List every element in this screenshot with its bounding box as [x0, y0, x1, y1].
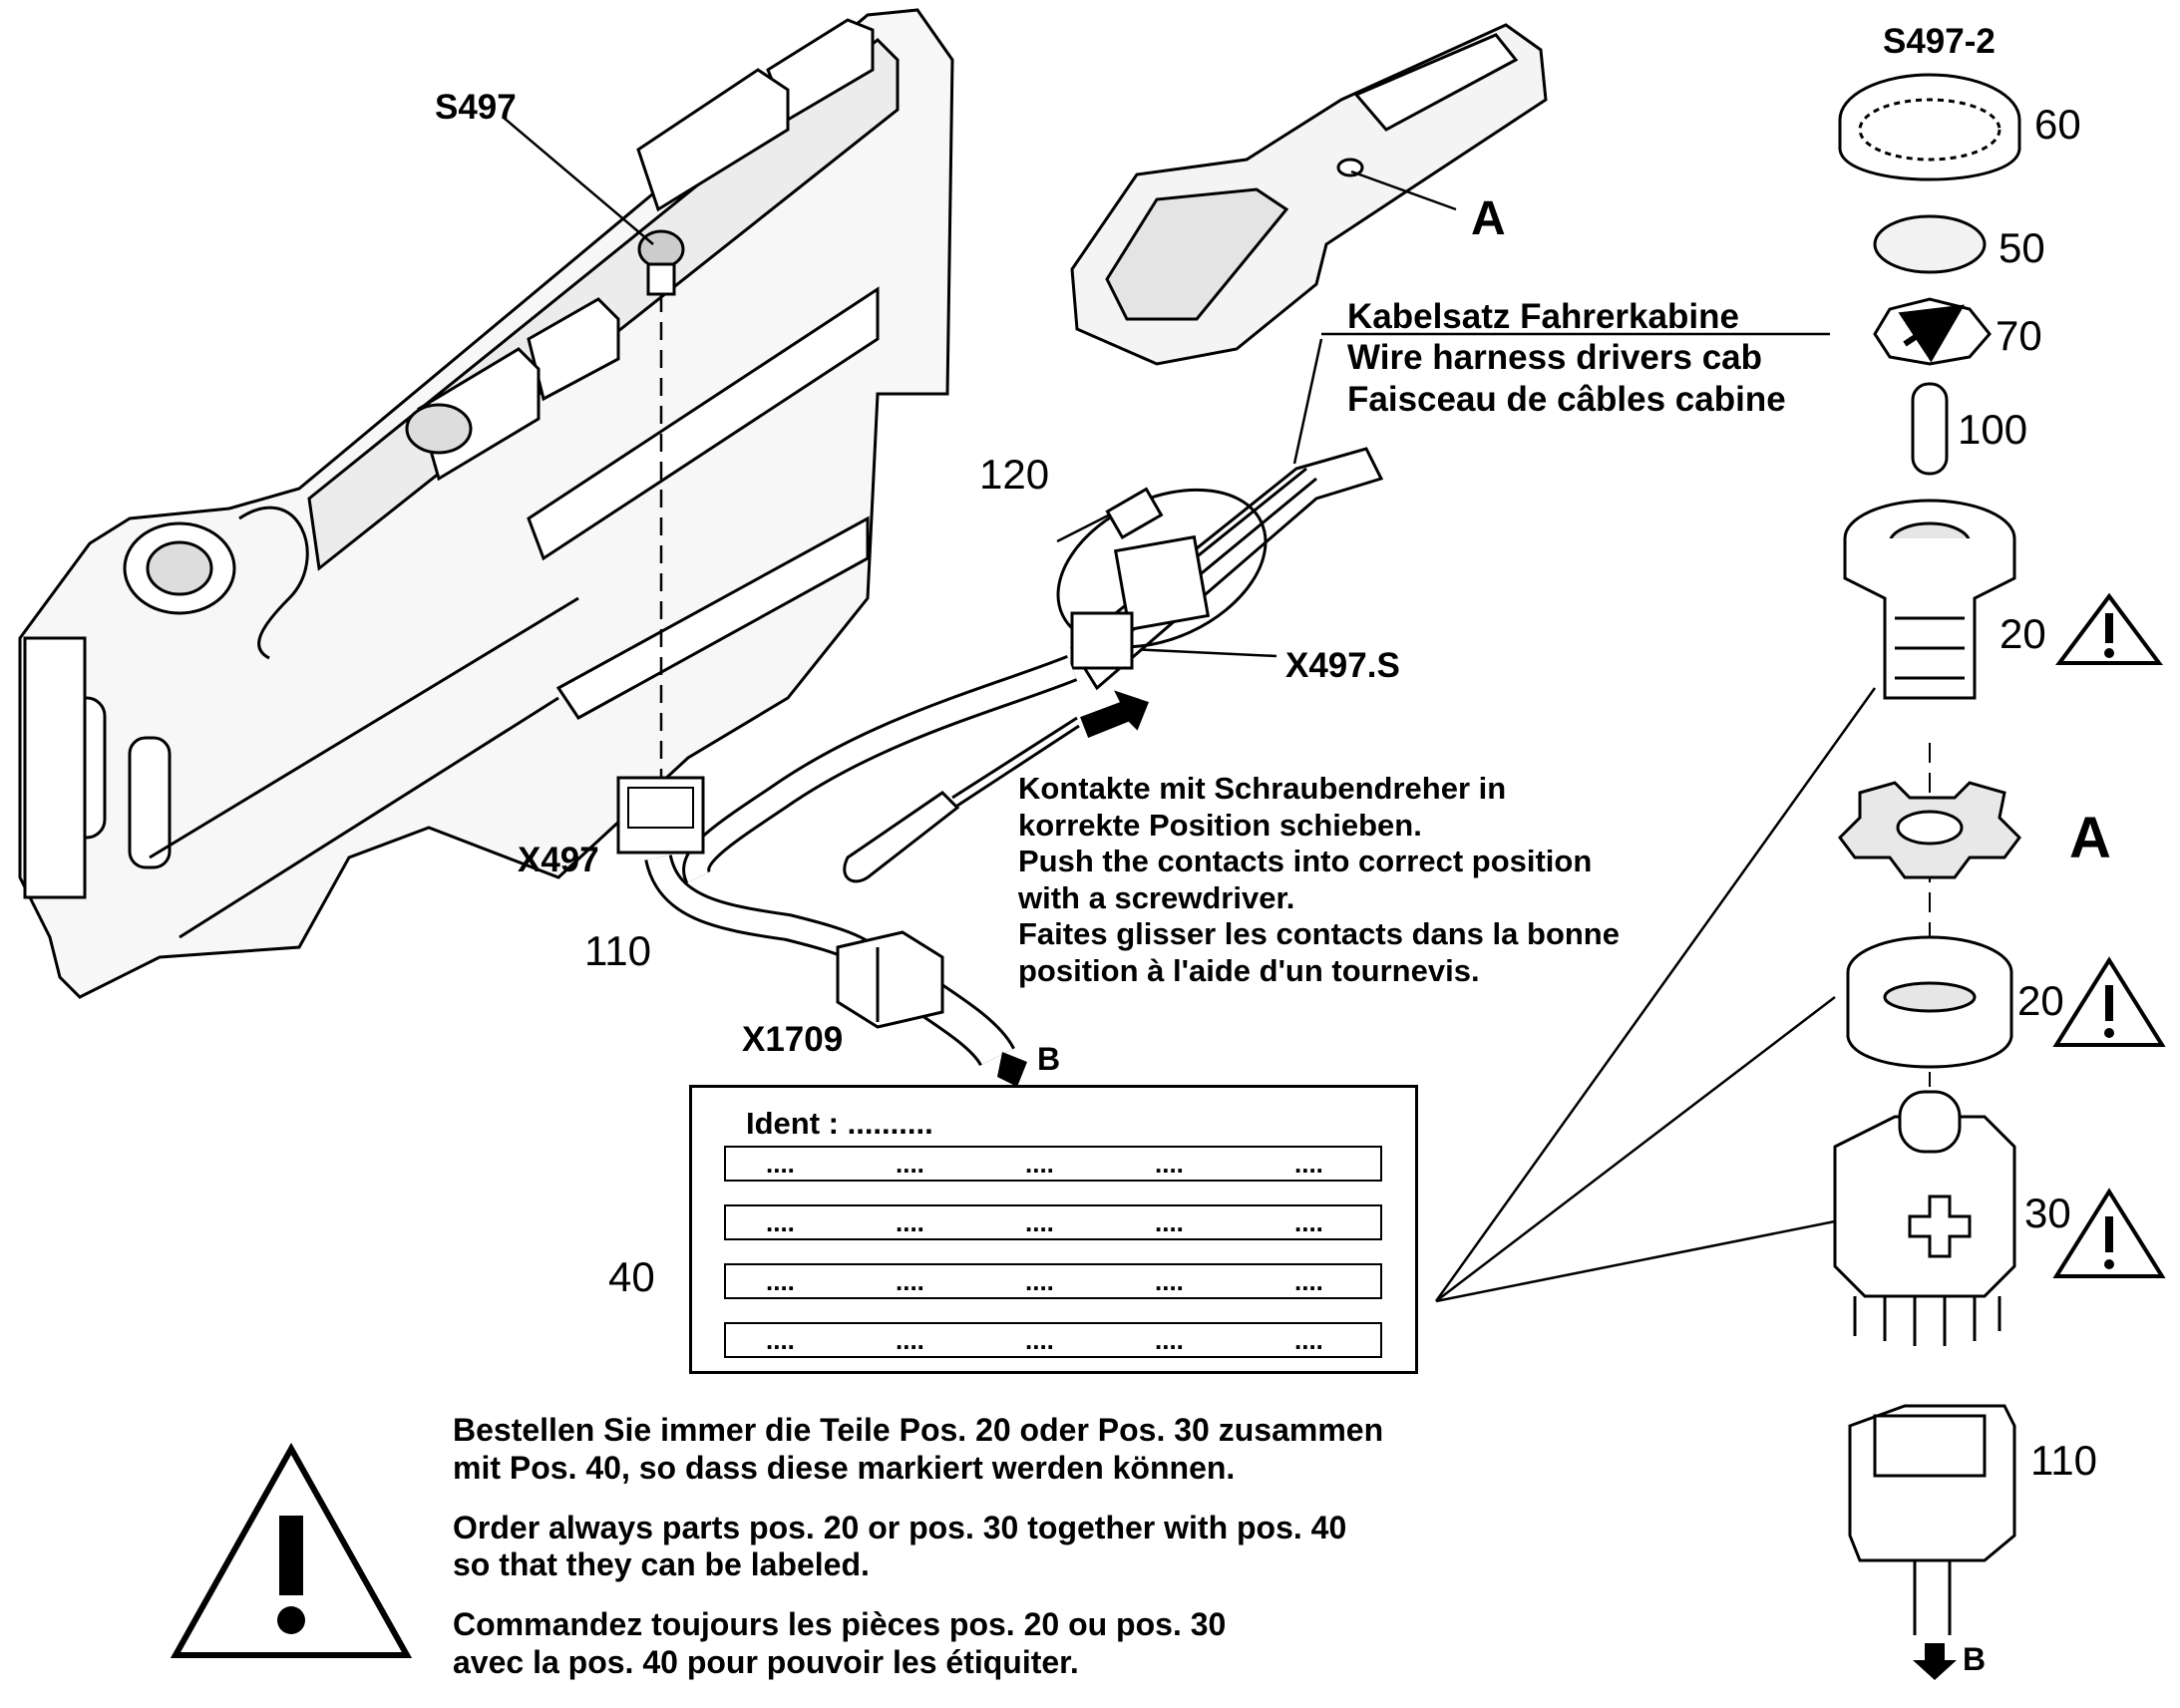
harness-line2: Wire harness drivers cab [1347, 338, 1763, 378]
label-x497: X497 [518, 841, 599, 879]
ident-cell: .... [896, 1207, 924, 1237]
label-x1709: X1709 [742, 1020, 844, 1059]
ident-cell: .... [1294, 1207, 1323, 1237]
label-a-mid: A [2069, 806, 2111, 870]
label-20-sleeve: 20 [2017, 977, 2064, 1024]
label-110-plug: 110 [2030, 1437, 2097, 1484]
ident-cell: .... [1025, 1325, 1054, 1355]
harness-line1: Kabelsatz Fahrerkabine [1347, 297, 1739, 336]
contacts-note: Kontakte mit Schraubendreher in korrekte… [1018, 771, 1620, 989]
ident-cell: .... [1294, 1149, 1323, 1179]
ident-label-sheet: Ident : .......... .... .... .... .... .… [689, 1085, 1418, 1374]
harness-line3: Faisceau de câbles cabine [1347, 379, 1786, 419]
label-s497: S497 [435, 88, 517, 127]
ident-cell: .... [1294, 1325, 1323, 1355]
ident-cell: .... [896, 1149, 924, 1179]
contacts-line1: Kontakte mit Schraubendreher in [1018, 771, 1507, 806]
ident-cell: .... [1155, 1266, 1184, 1296]
harness-note: Kabelsatz Fahrerkabine Wire harness driv… [1347, 296, 1786, 420]
order-note: Bestellen Sie immer die Teile Pos. 20 od… [453, 1412, 1383, 1682]
ident-row: .... .... .... .... .... [724, 1322, 1382, 1358]
order-note-de1: Bestellen Sie immer die Teile Pos. 20 od… [453, 1412, 1384, 1448]
label-100: 100 [1958, 406, 2028, 453]
label-b-harness: B [1037, 1041, 1061, 1077]
label-30: 30 [2024, 1190, 2071, 1236]
label-70: 70 [1996, 312, 2042, 359]
ident-cell: .... [766, 1207, 795, 1237]
ident-cell: .... [896, 1266, 924, 1296]
contacts-line6: position à l'aide d'un tournevis. [1018, 952, 1480, 988]
cab-side-panel [18, 8, 954, 999]
ident-cell: .... [896, 1325, 924, 1355]
order-note-en1: Order always parts pos. 20 or pos. 30 to… [453, 1509, 1347, 1545]
screwdriver-icon [843, 716, 1080, 883]
label-40: 40 [608, 1253, 655, 1300]
ident-cell: .... [766, 1266, 795, 1296]
label-a-top: A [1471, 192, 1506, 245]
ident-title: Ident : .......... [746, 1106, 933, 1141]
label-s497-2: S497-2 [1883, 22, 1996, 61]
switch-stack [1833, 73, 2021, 1635]
ident-row: .... .... .... .... .... [724, 1263, 1382, 1299]
ident-cell: .... [766, 1325, 795, 1355]
ident-cell: .... [1155, 1149, 1184, 1179]
label-x497s: X497.S [1285, 646, 1400, 685]
contacts-line3: Push the contacts into correct position [1018, 844, 1593, 879]
ident-cell: .... [1025, 1149, 1054, 1179]
label-50: 50 [1998, 224, 2045, 271]
contacts-line5: Faites glisser les contacts dans la bonn… [1018, 916, 1620, 952]
label-120: 120 [979, 451, 1050, 498]
order-note-fr2: avec la pos. 40 pour pouvoir les étiquit… [453, 1643, 1079, 1680]
ident-cell: .... [1294, 1266, 1323, 1296]
console-part-a [1070, 23, 1548, 366]
arrow-b-icons [997, 1052, 1957, 1680]
ident-row: .... .... .... .... .... [724, 1204, 1382, 1240]
ident-cell: .... [766, 1149, 795, 1179]
wire-harness [616, 447, 1384, 1068]
ident-cell: .... [1155, 1207, 1184, 1237]
contacts-line4: with a screwdriver. [1018, 879, 1295, 915]
push-arrow [1080, 690, 1149, 738]
order-note-en2: so that they can be labeled. [453, 1546, 870, 1583]
label-60: 60 [2034, 101, 2081, 148]
order-note-fr1: Commandez toujours les pièces pos. 20 ou… [453, 1606, 1227, 1642]
ident-cell: .... [1025, 1266, 1054, 1296]
warning-marks [277, 613, 2114, 1634]
order-note-de2: mit Pos. 40, so dass diese markiert werd… [453, 1449, 1236, 1486]
ident-cell: .... [1025, 1207, 1054, 1237]
label-20-holder: 20 [1999, 610, 2046, 657]
ident-row: .... .... .... .... .... [724, 1146, 1382, 1182]
leader-lines [503, 117, 1877, 1303]
ident-cell: .... [1155, 1325, 1184, 1355]
contacts-line2: korrekte Position schieben. [1018, 807, 1422, 843]
label-b-plug: B [1963, 1641, 1987, 1677]
label-110-harness: 110 [584, 927, 651, 974]
